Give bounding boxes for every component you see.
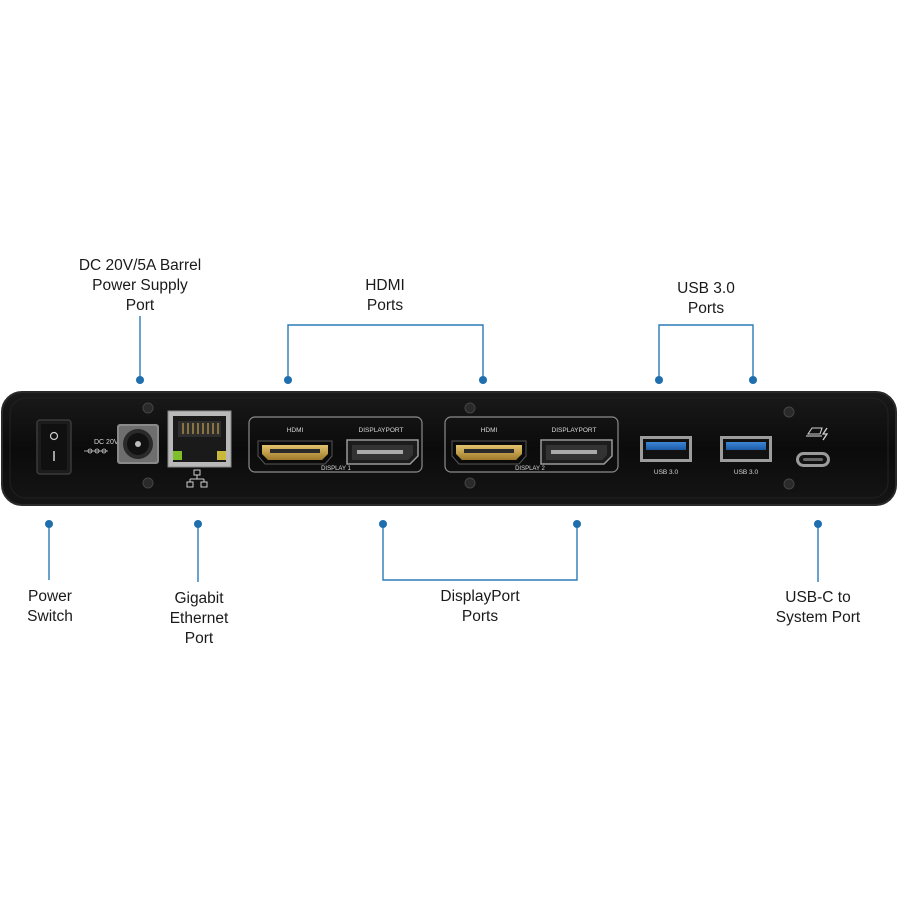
callout-usbc-port: USB-C to System Port <box>775 589 861 626</box>
display2-group-label: DISPLAY 2 <box>515 466 545 472</box>
display1-displayport-label: DISPLAYPORT <box>359 427 404 434</box>
display2-displayport-label: DISPLAYPORT <box>552 427 597 434</box>
callout-power-supply: DC 20V/5A Barrel Power Supply Port <box>78 257 202 314</box>
callout-ethernet-port: Gigabit Ethernet Port <box>169 590 229 647</box>
screws <box>142 402 795 490</box>
display1-hdmi-label: HDMI <box>287 427 304 434</box>
hdmi-port-2[interactable] <box>451 440 527 465</box>
displayport-port-1[interactable] <box>346 439 419 465</box>
display-1-group: HDMI DISPLAYPORT DISPLAY 1 <box>248 416 423 473</box>
ethernet-port[interactable] <box>167 410 232 468</box>
network-icon <box>186 469 208 488</box>
usb3-port-1-label: USB 3.0 <box>654 469 679 476</box>
display1-group-label: DISPLAY 1 <box>321 466 351 472</box>
power-switch[interactable] <box>36 419 72 475</box>
dc-polarity-icon <box>84 448 108 454</box>
laptop-charge-icon <box>806 427 829 441</box>
displayport-port-2[interactable] <box>540 439 613 465</box>
callout-dots <box>45 376 822 528</box>
dc-barrel-port[interactable] <box>117 424 159 464</box>
usb3-port-2[interactable] <box>720 436 772 462</box>
callout-usb3-ports: USB 3.0 Ports <box>677 280 735 317</box>
callout-hdmi-ports: HDMI Ports <box>365 277 405 314</box>
usbc-port[interactable] <box>796 452 830 467</box>
callout-lines <box>48 316 819 582</box>
hdmi-port-1[interactable] <box>257 440 333 465</box>
callout-power-switch: Power Switch <box>27 588 73 625</box>
display-2-group: HDMI DISPLAYPORT DISPLAY 2 <box>444 416 619 473</box>
usb3-port-2-label: USB 3.0 <box>734 469 759 476</box>
dc-label: DC 20V <box>94 439 119 446</box>
callout-displayport-ports: DisplayPort Ports <box>440 588 520 625</box>
usb3-port-1[interactable] <box>640 436 692 462</box>
display2-hdmi-label: HDMI <box>481 427 498 434</box>
